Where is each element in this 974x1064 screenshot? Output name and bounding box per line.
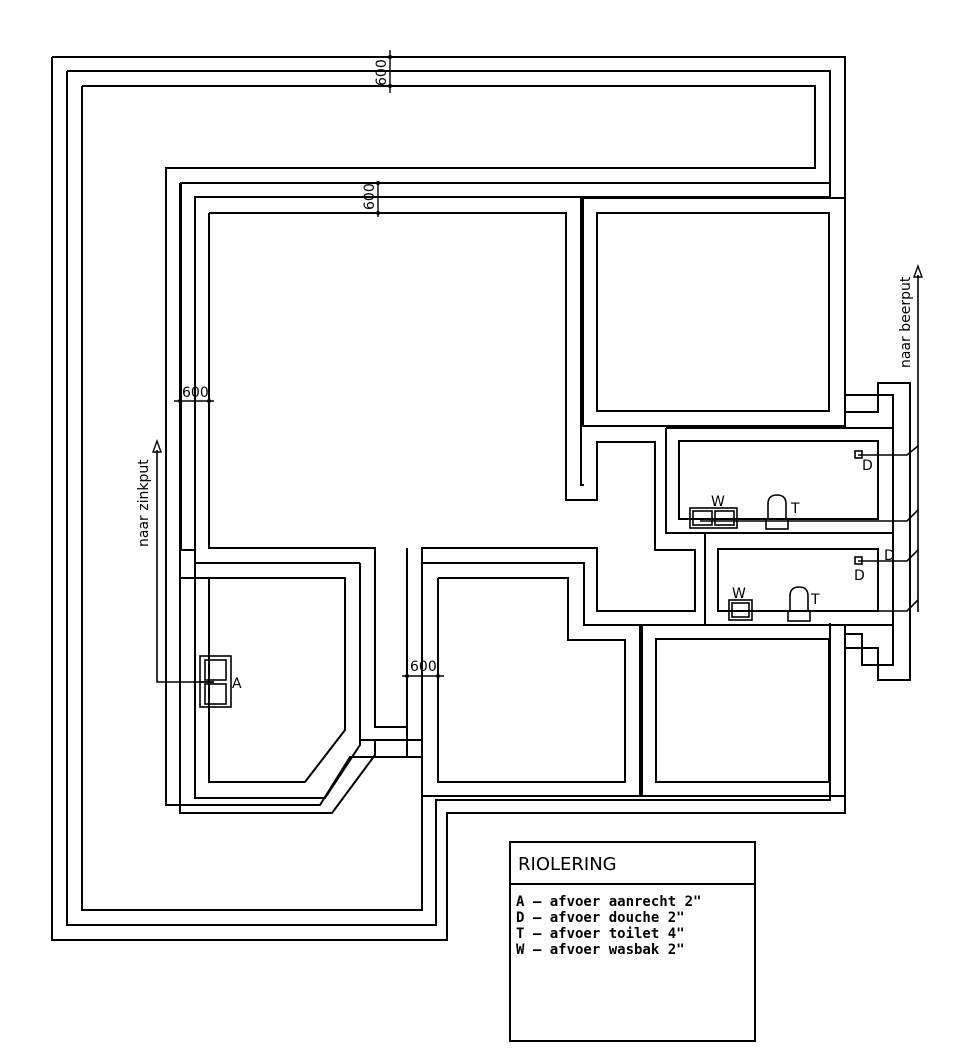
lower-basin-icon: [728, 599, 753, 621]
bottom-right-room-walls: [641, 624, 846, 797]
dimension-label-top-inner: 600: [362, 183, 378, 210]
lower-shower-drain-icon: [854, 556, 863, 565]
bottom-middle-room-walls: [406, 548, 641, 797]
top-right-room-walls: [582, 197, 846, 427]
dimension-label-top-outer: 600: [374, 59, 390, 86]
left-drain-pipe: [152, 438, 214, 683]
dimension-label-middle: 600: [410, 659, 437, 675]
kitchen-sink-icon: [199, 655, 232, 708]
fixture-label-A: A: [232, 676, 242, 692]
upper-basin-icon: [689, 507, 738, 529]
legend-box: [509, 841, 756, 1042]
legend-item: W — afvoer wasbak 2": [516, 942, 685, 958]
upper-toilet-icon: [765, 494, 789, 530]
dimension-label-left: 600: [182, 385, 209, 401]
fixture-label-T-lower: T: [810, 592, 820, 608]
legend-item: A — afvoer aanrecht 2": [516, 894, 701, 910]
kitchen-room-walls: [179, 563, 376, 814]
lower-toilet-icon: [787, 586, 811, 622]
fixture-label-W-upper: W: [711, 494, 725, 510]
fixture-label-D-upper: D: [862, 458, 873, 474]
legend-title: RIOLERING: [518, 854, 617, 875]
outlet-label-right: naar beerput: [898, 276, 914, 368]
legend-item: D — afvoer douche 2": [516, 910, 685, 926]
outlet-label-left: naar zinkput: [136, 459, 152, 547]
upper-shower-drain-icon: [854, 450, 863, 459]
fixture-label-D-lower-side: D: [884, 548, 895, 564]
fixture-label-W-lower: W: [732, 586, 746, 602]
fixture-label-D-lower: D: [854, 568, 865, 584]
dimension-marks: [174, 50, 444, 678]
legend-item: T — afvoer toilet 4": [516, 926, 685, 942]
fixture-label-T-upper: T: [790, 501, 800, 517]
